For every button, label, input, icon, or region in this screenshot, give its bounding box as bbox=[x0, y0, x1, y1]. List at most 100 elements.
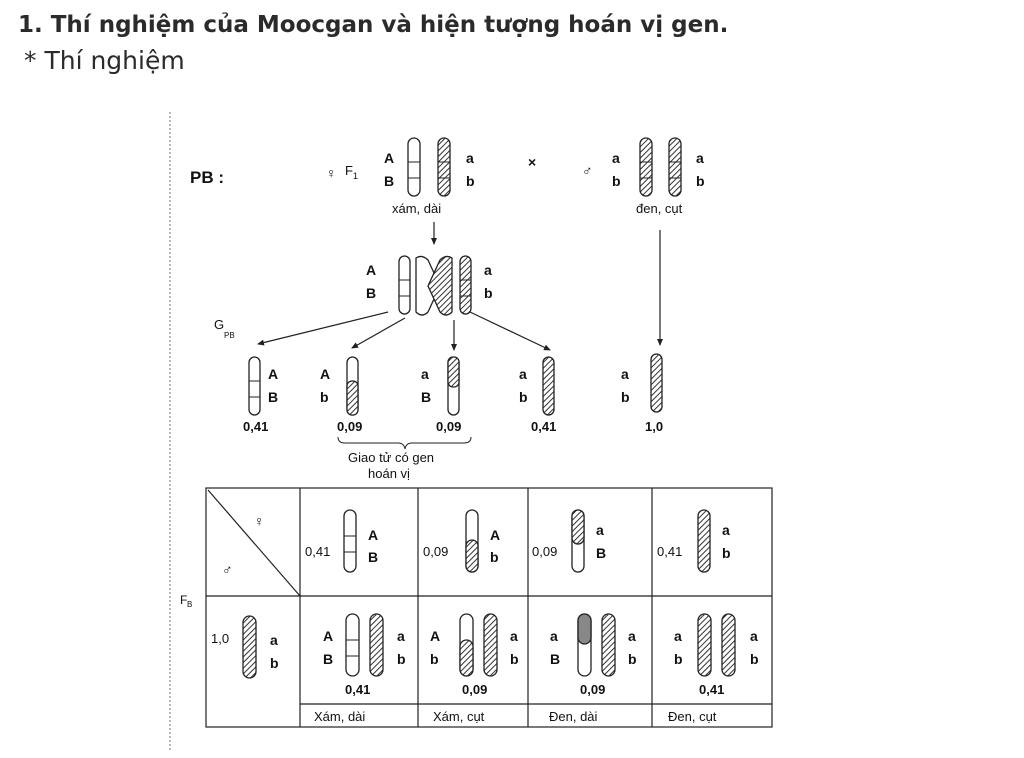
female-chromosome-AB bbox=[407, 137, 421, 197]
offspring-Ab-ab bbox=[459, 613, 498, 677]
offspring-allele: a bbox=[674, 628, 682, 644]
male-allele-a-left: a bbox=[612, 150, 620, 166]
offspring-allele: A bbox=[430, 628, 440, 644]
col-gamete-aB bbox=[571, 509, 585, 573]
gamete-freq: 0,09 bbox=[337, 419, 362, 434]
col-allele: B bbox=[368, 549, 378, 565]
offspring-aB-ab bbox=[577, 613, 616, 677]
gamete-ab-allele-b: b bbox=[519, 389, 528, 405]
gamete-ab bbox=[542, 356, 555, 416]
gamete-AB-allele-A: A bbox=[268, 366, 278, 382]
phenotype-label: Đen, cụt bbox=[668, 709, 717, 724]
row-gamete-ab bbox=[242, 615, 257, 679]
gamete-arrows bbox=[257, 311, 551, 351]
offspring-allele: B bbox=[323, 651, 333, 667]
offspring-allele: b bbox=[397, 651, 406, 667]
col-allele: B bbox=[596, 545, 606, 561]
female-gen-label: F bbox=[345, 163, 353, 178]
corner-male-symbol: ♂ bbox=[222, 561, 233, 577]
female-phenotype: xám, dài bbox=[392, 201, 441, 216]
male-symbol: ♂ bbox=[582, 162, 593, 178]
col-freq: 0,41 bbox=[657, 544, 682, 559]
offspring-allele: B bbox=[550, 651, 560, 667]
offspring-ab-ab bbox=[697, 613, 736, 677]
offspring-freq: 0,09 bbox=[580, 682, 605, 697]
row-freq: 1,0 bbox=[211, 631, 229, 646]
crossover-chromosomes bbox=[398, 255, 472, 316]
experiment-subheading: * Thí nghiệm bbox=[24, 46, 185, 75]
female-symbol: ♀ bbox=[326, 165, 337, 181]
offspring-allele: b bbox=[628, 651, 637, 667]
offspring-allele: A bbox=[323, 628, 333, 644]
crossover-allele-A: A bbox=[366, 262, 376, 278]
pb-label: PB : bbox=[190, 168, 224, 187]
gamete-AB-allele-B: B bbox=[268, 389, 278, 405]
gamete-label: G bbox=[214, 317, 224, 332]
offspring-allele: a bbox=[510, 628, 518, 644]
offspring-allele: b bbox=[674, 651, 683, 667]
offspring-freq: 0,41 bbox=[345, 682, 370, 697]
crossover-allele-B: B bbox=[366, 285, 376, 301]
col-gamete-Ab bbox=[465, 509, 479, 573]
male-phenotype: đen, cụt bbox=[636, 201, 683, 216]
male-gamete-allele-b: b bbox=[621, 389, 630, 405]
male-chromosome-ab-1 bbox=[639, 137, 653, 197]
female-allele-b: b bbox=[466, 173, 475, 189]
col-allele: A bbox=[368, 527, 378, 543]
gamete-ab-allele-a: a bbox=[519, 366, 527, 382]
row-allele: a bbox=[270, 632, 278, 648]
col-gamete-ab bbox=[697, 509, 711, 573]
male-allele-a-right: a bbox=[696, 150, 704, 166]
phenotype-label: Xám, dài bbox=[314, 709, 365, 724]
male-chromosome-ab-2 bbox=[668, 137, 682, 197]
offspring-allele: a bbox=[550, 628, 558, 644]
recombinant-caption-line1: Giao tử có gen bbox=[348, 450, 434, 465]
col-allele: b bbox=[490, 549, 499, 565]
offspring-freq: 0,41 bbox=[699, 682, 724, 697]
corner-female-symbol: ♀ bbox=[254, 513, 265, 529]
fb-label: F bbox=[180, 593, 187, 607]
female-gen-sub: 1 bbox=[353, 171, 358, 181]
male-allele-b-left: b bbox=[612, 173, 621, 189]
gamete-Ab-allele-A: A bbox=[320, 366, 330, 382]
col-freq: 0,09 bbox=[532, 544, 557, 559]
male-gamete-allele-a: a bbox=[621, 366, 629, 382]
gamete-Ab bbox=[346, 356, 359, 416]
col-allele: b bbox=[722, 545, 731, 561]
offspring-allele: b bbox=[510, 651, 519, 667]
crossover-allele-b: b bbox=[484, 285, 493, 301]
col-gamete-AB bbox=[343, 509, 357, 573]
phenotype-label: Xám, cụt bbox=[433, 709, 485, 724]
offspring-allele: a bbox=[397, 628, 405, 644]
gamete-AB bbox=[248, 356, 261, 416]
female-allele-B: B bbox=[384, 173, 394, 189]
row-allele: b bbox=[270, 655, 279, 671]
gamete-aB-allele-B: B bbox=[421, 389, 431, 405]
gamete-freq: 1,0 bbox=[645, 419, 663, 434]
phenotype-label: Đen, dài bbox=[549, 709, 598, 724]
offspring-allele: a bbox=[750, 628, 758, 644]
gamete-freq: 0,41 bbox=[531, 419, 556, 434]
offspring-freq: 0,09 bbox=[462, 682, 487, 697]
col-freq: 0,41 bbox=[305, 544, 330, 559]
gamete-aB-allele-a: a bbox=[421, 366, 429, 382]
cross-symbol: × bbox=[528, 154, 536, 170]
female-allele-a: a bbox=[466, 150, 474, 166]
offspring-allele: b bbox=[750, 651, 759, 667]
col-allele: a bbox=[722, 522, 730, 538]
female-chromosome-ab bbox=[437, 137, 451, 197]
crossover-allele-a: a bbox=[484, 262, 492, 278]
gamete-label-sub: PB bbox=[224, 331, 235, 340]
section-heading: 1. Thí nghiệm của Moocgan và hiện tượng … bbox=[18, 12, 729, 38]
col-freq: 0,09 bbox=[423, 544, 448, 559]
col-allele: a bbox=[596, 522, 604, 538]
offspring-allele: b bbox=[430, 651, 439, 667]
gamete-freq: 0,09 bbox=[436, 419, 461, 434]
offspring-allele: a bbox=[628, 628, 636, 644]
recombinant-caption-line2: hoán vị bbox=[368, 466, 410, 481]
offspring-AB-ab bbox=[345, 613, 384, 677]
male-allele-b-right: b bbox=[696, 173, 705, 189]
fb-table bbox=[205, 487, 773, 728]
female-allele-A: A bbox=[384, 150, 394, 166]
